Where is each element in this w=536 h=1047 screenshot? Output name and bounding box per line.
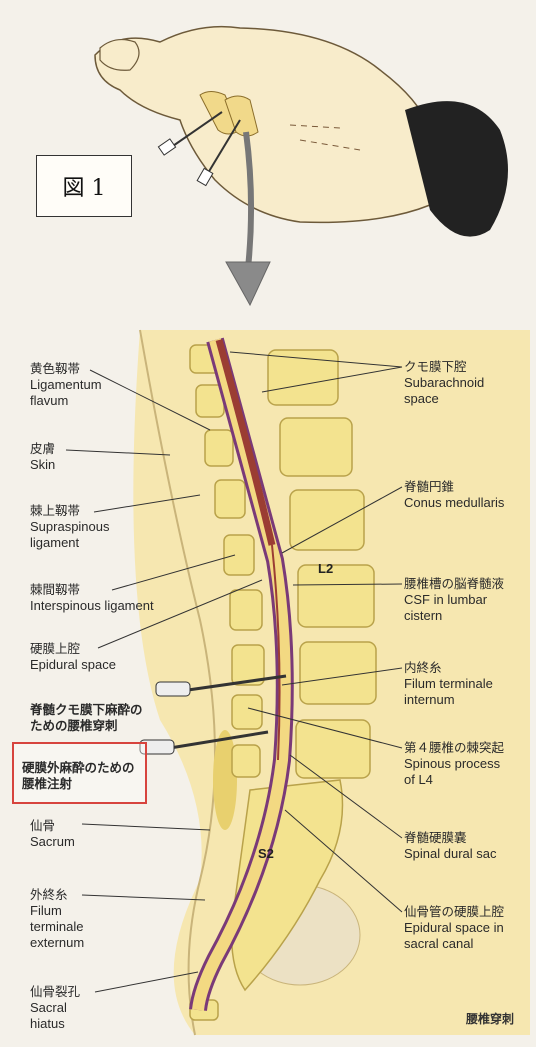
label-csf-lumbar-cistern: 腰椎槽の脳脊髄液 CSF in lumbar cistern [404,576,514,624]
label-ligamentum-flavum: 黄色靱帯 Ligamentum flavum [30,361,140,409]
foot [100,40,139,71]
label-epidural-injection: 硬膜外麻酔のための腰椎注射 [22,760,140,792]
label-filum-terminale-internum: 内終糸 Filum terminale internum [404,660,524,708]
label-spinal-dural-sac: 脊髄硬膜嚢 Spinal dural sac [404,830,514,862]
label-epidural-space: 硬膜上腔 Epidural space [30,641,150,673]
vertebra-l2-label: L2 [318,561,333,576]
figure-number-box: 図 1 [36,155,132,217]
label-supraspinous-ligament: 棘上靱帯 Supraspinous ligament [30,503,140,551]
patient-figure [95,27,508,237]
label-sacrum: 仙骨 Sacrum [30,818,130,850]
label-skin: 皮膚 Skin [30,441,140,473]
label-interspinous-ligament: 棘間靱帯 Interspinous ligament [30,582,180,614]
hair [405,101,508,237]
label-conus-medullaris: 脊髄円錐 Conus medullaris [404,479,529,511]
figure-number: 図 1 [63,170,106,202]
label-subarachnoid-space: クモ膜下腔 Subarachnoid space [404,359,514,407]
label-sacral-hiatus: 仙骨裂孔 Sacral hiatus [30,984,100,1032]
vertebra-s2-label: S2 [258,846,274,861]
label-spinous-process-l4: 第４腰椎の棘突起 Spinous process of L4 [404,740,514,788]
figure-caption: 腰椎穿刺 [466,1010,514,1027]
label-epidural-space-sacral: 仙骨管の硬膜上腔 Epidural space in sacral canal [404,904,514,952]
label-filum-terminale-externum: 外終糸 Filum terminale externum [30,887,98,951]
label-spinal-puncture: 脊髄クモ膜下麻酔のための腰椎穿刺 [30,702,150,734]
